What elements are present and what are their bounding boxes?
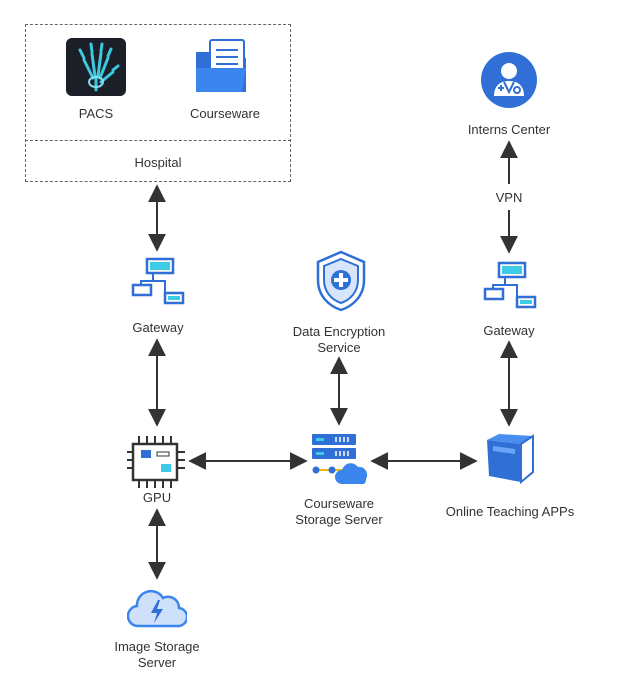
- hospital-container: [25, 24, 291, 182]
- encryption-label: Data Encryption Service: [272, 324, 406, 356]
- courseware-server-label-line1: Courseware: [303, 496, 375, 511]
- xray-hand-icon: [66, 38, 126, 96]
- online-apps-label: Online Teaching APPs: [445, 504, 575, 519]
- image-storage-label: Image Storage Server: [97, 639, 217, 671]
- doctor-icon: [481, 52, 537, 108]
- gateway-network-icon-left: [131, 257, 185, 305]
- folder-document-icon: [194, 38, 252, 96]
- gpu-chip-icon: [127, 434, 187, 490]
- hospital-label: Hospital: [134, 155, 182, 170]
- encryption-label-line2: Service: [317, 340, 361, 355]
- gateway-left-label: Gateway: [132, 320, 184, 335]
- courseware-label: Courseware: [189, 106, 261, 121]
- gateway-right-label: Gateway: [483, 323, 535, 338]
- pacs-label: PACS: [78, 106, 114, 121]
- hospital-divider: [25, 140, 291, 141]
- interns-center-label: Interns Center: [467, 122, 551, 137]
- cloud-lightning-icon: [126, 588, 189, 630]
- image-storage-label-line1: Image Storage: [114, 639, 200, 654]
- gpu-label: GPU: [142, 490, 172, 505]
- vpn-label: VPN: [495, 190, 523, 205]
- app-cube-icon: [485, 432, 535, 485]
- courseware-server-label-line2: Storage Server: [295, 512, 383, 527]
- shield-plus-icon: [316, 250, 366, 312]
- gateway-network-icon-right: [483, 261, 537, 309]
- courseware-server-label: Courseware Storage Server: [272, 496, 406, 528]
- server-cloud-icon: [310, 432, 370, 490]
- encryption-label-line1: Data Encryption: [292, 324, 386, 339]
- image-storage-label-line2: Server: [137, 655, 177, 670]
